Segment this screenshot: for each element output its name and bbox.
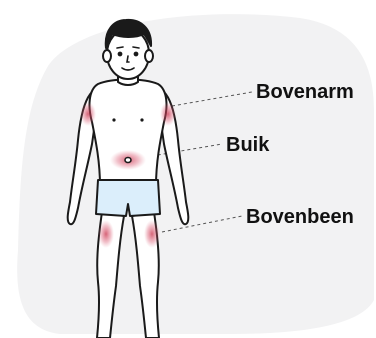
navel (125, 158, 131, 163)
background-blob (17, 14, 374, 334)
label-thigh: Bovenbeen (246, 207, 354, 227)
right-ear (145, 50, 153, 62)
injection-site-right-upper-arm (160, 102, 176, 126)
label-belly: Buik (226, 135, 269, 155)
injection-site-left-thigh (98, 220, 114, 248)
left-ear (103, 50, 111, 62)
injection-site-left-upper-arm (80, 102, 96, 126)
injection-site-right-thigh (144, 220, 160, 248)
torso (90, 80, 167, 187)
label-upper-arm: Bovenarm (256, 82, 354, 102)
